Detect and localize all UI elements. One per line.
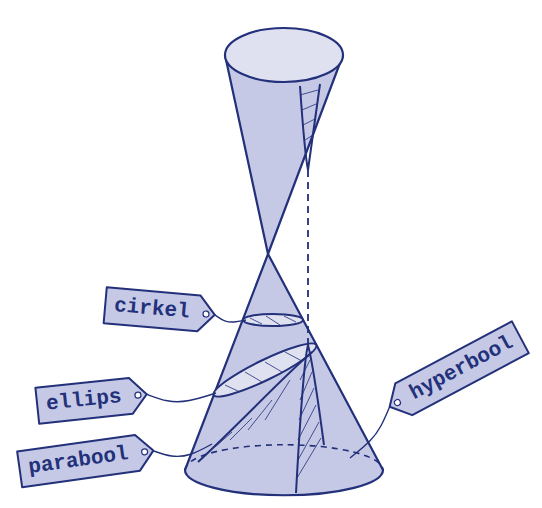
label-tag: cirkel [104,287,217,332]
tag-body [17,433,156,487]
cone-opening [225,28,343,82]
tag-body [104,287,217,332]
tag-body [381,321,529,422]
hyperbola-upper [300,84,320,170]
upper-cone [225,55,343,254]
parabola-section [198,352,312,462]
tag-string [153,444,212,456]
plane-edge [307,170,309,345]
hatching [215,90,321,478]
label-tag: hyperbool [381,321,529,422]
base-back-edge [185,445,383,470]
tag-hole [393,399,401,407]
tag-hole [141,448,148,455]
label-tag: parabool [17,433,156,487]
label-tag: ellips [35,376,148,423]
tag-string [350,407,390,458]
tag-hole [203,311,210,318]
hyperbola-lower [296,345,324,493]
tag-string [147,393,216,402]
tag-body [35,376,148,423]
lower-cone [185,254,383,495]
circle-section [243,314,303,326]
tag-string [215,315,246,322]
tag-hole [135,392,142,399]
